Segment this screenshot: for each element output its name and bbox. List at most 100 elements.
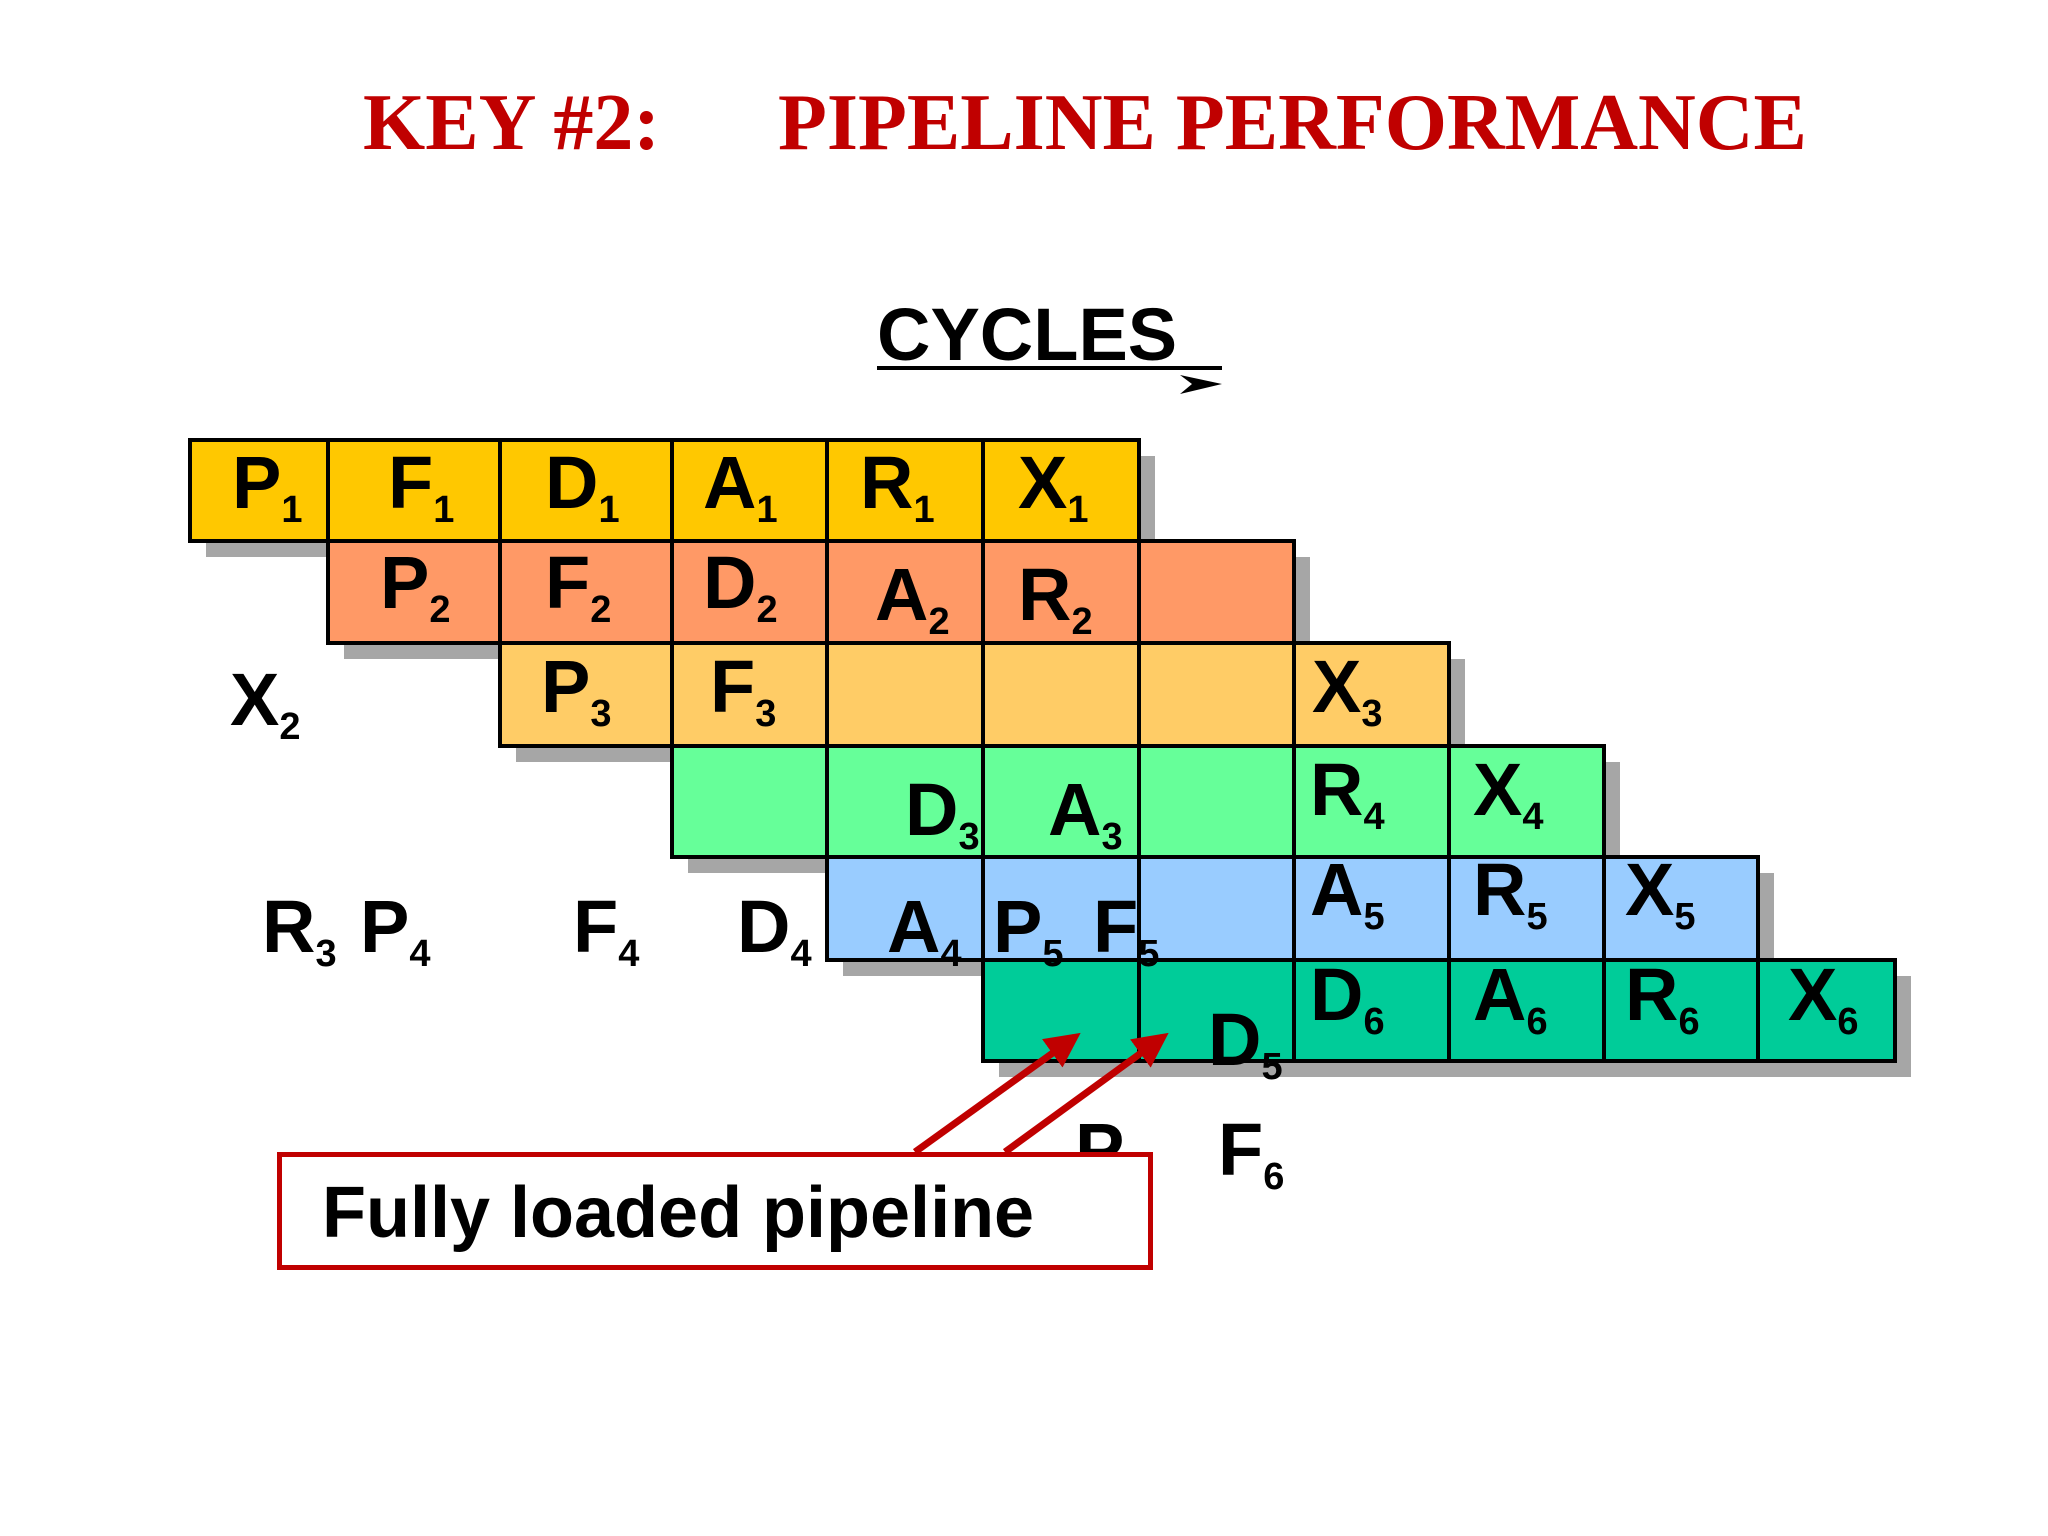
- stage-subscript: 5: [1042, 933, 1063, 975]
- stage-subscript: 6: [1526, 1001, 1547, 1043]
- stage-letter: R: [1625, 953, 1678, 1036]
- stage-subscript: 1: [281, 489, 302, 531]
- pipeline-cell: [981, 744, 1141, 859]
- stage-letter: P: [541, 645, 590, 728]
- stage-label-X6: X6: [1788, 953, 1859, 1043]
- stage-letter: R: [1473, 848, 1526, 931]
- stage-subscript: 2: [429, 589, 450, 631]
- pipeline-row-5: [825, 855, 1774, 976]
- pipeline-cell: [1137, 958, 1296, 1063]
- stage-letter: X: [1625, 848, 1674, 931]
- stage-subscript: 1: [1067, 489, 1088, 531]
- pipeline-cell: [1137, 744, 1296, 859]
- stage-letter: X: [1018, 441, 1067, 524]
- stage-letter: D: [737, 885, 790, 968]
- pipeline-row-4: [670, 744, 1620, 873]
- stage-label-A3: A3: [1048, 768, 1123, 858]
- pipeline-cell: [1137, 539, 1296, 645]
- callout-box: Fully loaded pipeline: [277, 1152, 1153, 1270]
- stage-subscript: 2: [928, 601, 949, 643]
- stage-label-F3: F3: [710, 645, 776, 735]
- stage-letter: R: [860, 441, 913, 524]
- stage-subscript: 4: [409, 933, 430, 975]
- stage-subscript: 6: [1263, 1156, 1284, 1198]
- stage-letter: P: [232, 441, 281, 524]
- stage-label-D1: D1: [545, 441, 620, 531]
- stage-letter: X: [230, 658, 279, 741]
- stage-label-A4: A4: [887, 885, 962, 975]
- stage-subscript: 1: [433, 489, 454, 531]
- stage-label-P1: P1: [232, 441, 303, 531]
- stage-label-D4: D4: [737, 885, 812, 975]
- stage-letter: X: [1788, 953, 1837, 1036]
- stage-letter: X: [1312, 645, 1361, 728]
- pipeline-cell: [188, 438, 330, 543]
- pipeline-cell: [1292, 641, 1451, 748]
- slide-title: KEY #2: PIPELINE PERFORMANCE: [0, 78, 2048, 188]
- pipeline-cell: [981, 539, 1141, 645]
- stage-label-X4: X4: [1473, 748, 1544, 838]
- stage-label-X1: X1: [1018, 441, 1089, 531]
- stage-subscript: 6: [1837, 1001, 1858, 1043]
- stage-subscript: 2: [279, 706, 300, 748]
- stage-label-D5: D5: [1208, 998, 1283, 1088]
- pipeline-cell: [1447, 744, 1606, 859]
- stage-letter: D: [1208, 998, 1261, 1081]
- stage-letter: A: [887, 885, 940, 968]
- stage-letter: D: [545, 441, 598, 524]
- stage-subscript: 2: [756, 589, 777, 631]
- pipeline-rows: [188, 438, 1911, 1077]
- stage-label-R5: R5: [1473, 848, 1548, 938]
- stage-subscript: 4: [1522, 796, 1543, 838]
- stage-subscript: 2: [1071, 601, 1092, 643]
- stage-subscript: 4: [618, 933, 639, 975]
- pipeline-cell: [825, 539, 985, 645]
- pipeline-row-6: [981, 958, 1911, 1077]
- stage-label-F1: F1: [388, 441, 454, 531]
- pipeline-cell: [1756, 958, 1897, 1063]
- stage-letter: P: [360, 885, 409, 968]
- stage-label-R2: R2: [1018, 553, 1093, 643]
- callout-arrow-left: [912, 1032, 1081, 1155]
- stage-subscript: 5: [1674, 896, 1695, 938]
- stage-letter: R: [1018, 553, 1071, 636]
- stage-label-F5: F5: [1093, 885, 1159, 975]
- stage-label-D2: D2: [703, 541, 778, 631]
- stage-letter: P: [380, 541, 429, 624]
- stage-label-R1: R1: [860, 441, 935, 531]
- cycles-arrow-icon: [1180, 375, 1222, 394]
- stage-subscript: 5: [1526, 896, 1547, 938]
- stage-subscript: 3: [958, 816, 979, 858]
- stage-letter: R: [262, 885, 315, 968]
- stage-subscript: 6: [1678, 1001, 1699, 1043]
- pipeline-cell: [981, 438, 1141, 543]
- stage-subscript: 3: [315, 933, 336, 975]
- pipeline-cell: [670, 539, 829, 645]
- stage-label-D6: D6: [1310, 953, 1385, 1043]
- stage-letter: A: [875, 553, 928, 636]
- callout-text: Fully loaded pipeline: [322, 1173, 1035, 1253]
- stage-label-R6: R6: [1625, 953, 1700, 1043]
- stage-letter: D: [703, 541, 756, 624]
- stage-subscript: 6: [1363, 1001, 1384, 1043]
- pipeline-cell: [1602, 855, 1760, 962]
- stage-letter: F: [1093, 885, 1138, 968]
- pipeline-cell: [825, 641, 985, 748]
- stage-label-X3: X3: [1312, 645, 1383, 735]
- callout-arrow-right: [1002, 1032, 1169, 1155]
- pipeline-cell: [981, 641, 1141, 748]
- stage-letter: F: [710, 645, 755, 728]
- stage-subscript: 3: [755, 693, 776, 735]
- stage-letter: P: [993, 885, 1042, 968]
- stage-subscript: 1: [913, 489, 934, 531]
- stage-subscript: 5: [1363, 896, 1384, 938]
- stage-letter: A: [1473, 953, 1526, 1036]
- stage-label-P5: P5: [993, 885, 1064, 975]
- stage-label-A2: A2: [875, 553, 950, 643]
- stage-letter: R: [1310, 748, 1363, 831]
- stage-letter: D: [905, 768, 958, 851]
- stage-subscript: 3: [1101, 816, 1122, 858]
- stage-label-F6: F6: [1218, 1108, 1284, 1198]
- stage-subscript: 4: [1363, 796, 1384, 838]
- stage-label-A5: A5: [1310, 848, 1385, 938]
